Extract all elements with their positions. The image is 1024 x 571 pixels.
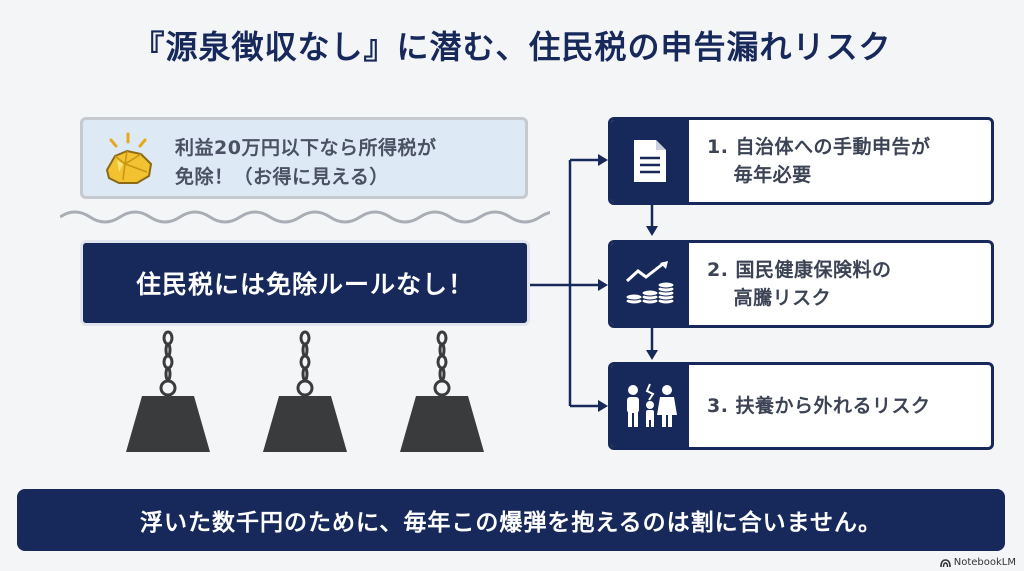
- weight-1: [126, 330, 210, 452]
- risk-card-manual-filing: 1. 自治体への手動申告が 毎年必要: [608, 117, 994, 205]
- page-title: 『源泉徴収なし』に潜む、住民税の申告漏れリスク: [132, 28, 892, 66]
- note-text: 利益20万円以下なら所得税が 免除！（お得に見える）: [175, 134, 436, 192]
- document-icon: [634, 140, 666, 182]
- watermark-text: NotebookLM: [953, 557, 1016, 568]
- footer-message: 浮いた数千円のために、毎年この爆弾を抱えるのは割に合いません。: [17, 489, 1005, 551]
- connector-arrows: [530, 154, 608, 412]
- note-line-2: 免除！（お得に見える）: [175, 166, 389, 188]
- broken-family-icon: [627, 383, 677, 427]
- notebooklm-watermark: NotebookLM: [939, 557, 1016, 568]
- gold-nugget-icon: [105, 132, 153, 184]
- divider-wave: [60, 210, 550, 224]
- weight-3: [400, 330, 484, 452]
- risk-label-1: 1. 自治体への手動申告が 毎年必要: [707, 136, 931, 186]
- chained-weights: [126, 330, 484, 452]
- card-flow-arrows: [646, 204, 658, 360]
- risk-card-dependent-status: 3. 扶養から外れるリスク: [608, 362, 994, 450]
- notebooklm-logo-icon: [939, 558, 951, 567]
- weight-2: [263, 330, 347, 452]
- tax-exemption-note: 利益20万円以下なら所得税が 免除！（お得に見える）: [80, 117, 528, 199]
- risk-card-health-insurance: 2. 国民健康保険料の 高騰リスク: [608, 240, 994, 328]
- risk-label-2: 2. 国民健康保険料の 高騰リスク: [707, 259, 892, 309]
- risk-label-3: 3. 扶養から外れるリスク: [707, 395, 931, 417]
- no-exemption-rule-box: 住民税には免除ルールなし！: [80, 240, 530, 326]
- note-line-1: 利益20万円以下なら所得税が: [175, 137, 437, 159]
- rising-coins-chart-icon: [625, 261, 675, 305]
